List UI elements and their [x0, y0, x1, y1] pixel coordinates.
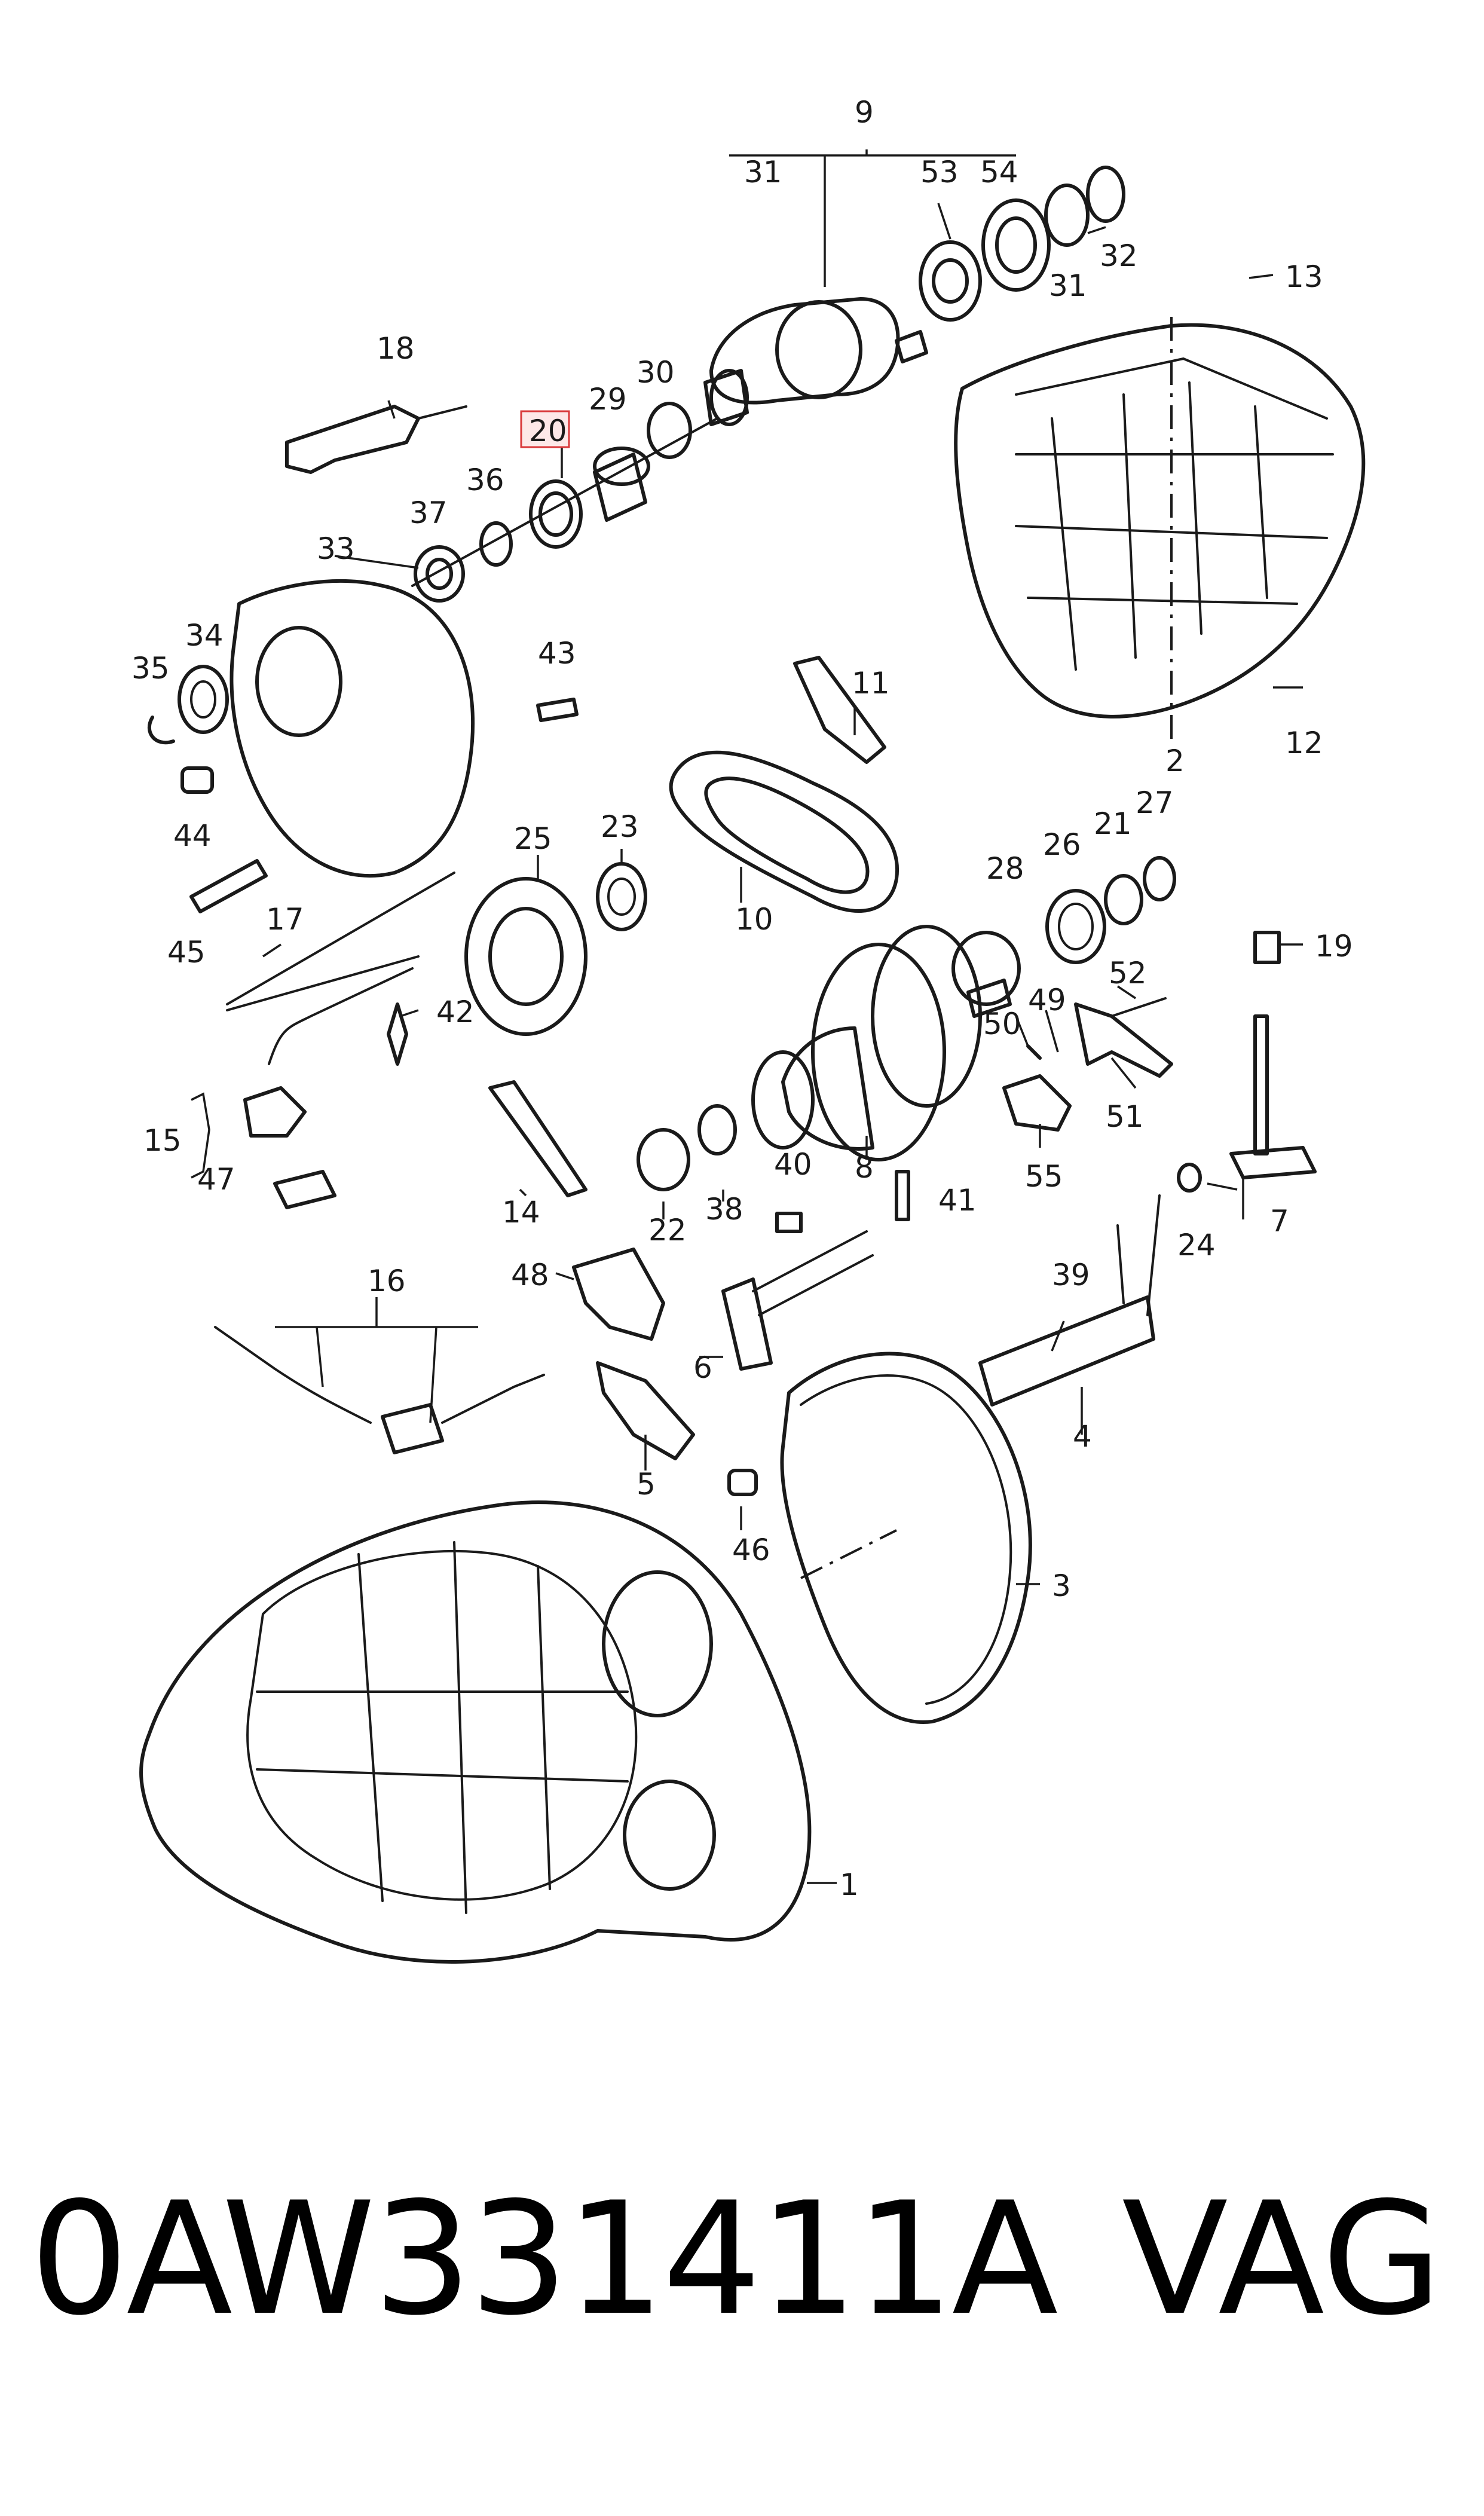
callout-37[interactable]: 37	[409, 496, 448, 530]
part-number: 0AW331411A	[30, 2169, 1058, 2350]
part-needle-bearing-20	[529, 479, 583, 549]
part-shaft-7	[1177, 931, 1317, 1193]
callout-4[interactable]: 4	[1073, 1419, 1092, 1454]
callout-28[interactable]: 28	[986, 851, 1024, 886]
callout-41[interactable]: 41	[938, 1183, 977, 1218]
callout-47[interactable]: 47	[197, 1162, 235, 1197]
callout-7[interactable]: 7	[1270, 1204, 1289, 1239]
callout-17[interactable]: 17	[266, 902, 304, 937]
callout-15[interactable]: 15	[143, 1123, 182, 1158]
callout-55[interactable]: 55	[1025, 1159, 1063, 1194]
callout-40[interactable]: 40	[774, 1147, 812, 1182]
part-shaft-9	[703, 166, 1125, 426]
callout-labels: 9 31 53 54 31 32 13 18 20 29 30 36 37 33…	[131, 95, 1353, 1902]
part-drive-8	[637, 856, 1176, 1191]
callout-45[interactable]: 45	[167, 935, 206, 970]
callout-24[interactable]: 24	[1177, 1228, 1216, 1262]
callout-54[interactable]: 54	[980, 155, 1018, 189]
callout-18[interactable]: 18	[377, 331, 415, 366]
callout-36[interactable]: 36	[466, 463, 504, 497]
part-selector-15	[243, 967, 414, 1209]
callout-16[interactable]: 16	[368, 1264, 406, 1298]
callout-10[interactable]: 10	[735, 902, 773, 937]
callout-33[interactable]: 33	[317, 531, 355, 566]
part-lever-18	[285, 405, 467, 474]
callout-35[interactable]: 35	[131, 651, 170, 686]
part-shift-plate-48	[572, 1248, 695, 1460]
callout-20[interactable]: 20	[529, 414, 567, 448]
part-cover-33	[148, 579, 475, 878]
callout-1[interactable]: 1	[840, 1867, 859, 1902]
callout-50[interactable]: 50	[983, 1007, 1021, 1041]
part-gasket-3	[780, 1352, 1032, 1724]
callout-30[interactable]: 30	[637, 355, 675, 390]
part-small-fasteners	[189, 698, 579, 1011]
leader-lines	[191, 149, 1303, 1884]
callout-49[interactable]: 49	[1028, 983, 1066, 1017]
callout-48[interactable]: 48	[511, 1258, 549, 1292]
part-bracket-4	[978, 1194, 1161, 1407]
part-bearing-row	[411, 402, 718, 603]
callout-2[interactable]: 2	[1165, 744, 1185, 778]
part-bearing-25	[464, 862, 647, 1036]
part-fork-group	[1002, 997, 1173, 1132]
callout-8[interactable]: 8	[855, 1150, 874, 1185]
callout-29[interactable]: 29	[589, 382, 627, 417]
callout-46[interactable]: 46	[732, 1533, 770, 1567]
callout-52[interactable]: 52	[1109, 956, 1147, 990]
callout-38[interactable]: 38	[705, 1192, 743, 1227]
callout-6[interactable]: 6	[693, 1350, 712, 1385]
callout-27[interactable]: 27	[1136, 785, 1174, 820]
callout-14[interactable]: 14	[502, 1195, 540, 1230]
callout-5[interactable]: 5	[637, 1467, 656, 1502]
callout-25[interactable]: 25	[514, 821, 552, 856]
callout-19[interactable]: 19	[1315, 929, 1353, 964]
callout-3[interactable]: 3	[1052, 1569, 1071, 1603]
callout-34[interactable]: 34	[185, 618, 224, 653]
part-rail-14	[488, 1080, 588, 1197]
callout-20-highlight	[520, 410, 570, 448]
callout-9[interactable]: 9	[855, 95, 874, 130]
part-bracket-11	[793, 656, 886, 764]
part-main-case-1	[139, 1500, 812, 1964]
callout-11[interactable]: 11	[852, 666, 890, 701]
callout-53[interactable]: 53	[920, 155, 959, 189]
callout-13[interactable]: 13	[1285, 259, 1323, 294]
callout-22[interactable]: 22	[648, 1213, 687, 1248]
callout-39[interactable]: 39	[1052, 1258, 1090, 1292]
part-sleeve-46	[727, 1469, 758, 1496]
callout-26[interactable]: 26	[1043, 827, 1081, 862]
brand-name: VAG	[1122, 2169, 1442, 2350]
callout-23[interactable]: 23	[601, 809, 639, 844]
callout-12[interactable]: 12	[1285, 726, 1323, 760]
callout-43[interactable]: 43	[538, 636, 576, 671]
callout-21[interactable]: 21	[1094, 806, 1132, 841]
callout-31-top[interactable]: 31	[744, 155, 782, 189]
part-cable-16	[214, 1326, 545, 1454]
part-housing-2	[954, 317, 1366, 747]
callout-31-right[interactable]: 31	[1049, 268, 1087, 303]
callout-51[interactable]: 51	[1106, 1099, 1144, 1134]
part-fork-6	[721, 1170, 910, 1371]
callout-42[interactable]: 42	[436, 995, 475, 1029]
callout-32[interactable]: 32	[1100, 239, 1138, 273]
callout-44[interactable]: 44	[173, 818, 212, 853]
part-chain-10	[669, 750, 899, 913]
